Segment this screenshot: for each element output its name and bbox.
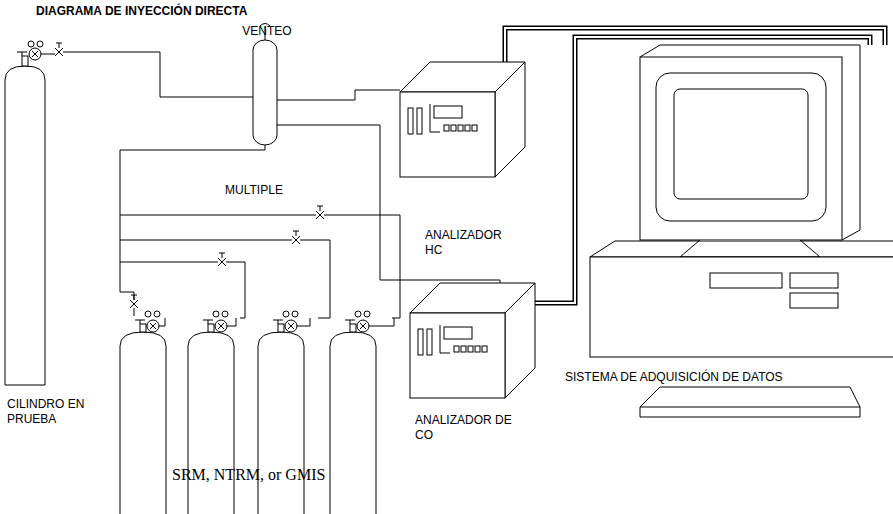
node-label: MULTIPLE: [209, 183, 299, 198]
reference-cylinder: [120, 311, 394, 514]
supply-line: [120, 215, 400, 318]
gas-line: [85, 52, 253, 97]
test-cylinder-shape: [5, 40, 85, 385]
supply-line: [120, 262, 245, 318]
hc-analyzer: ANALIZADOR HC: [400, 62, 525, 177]
valve-symbols: [130, 206, 324, 308]
data-acquisition-computer: SISTEMA DE ADQUISICIÓN DE DATOS: [560, 45, 893, 445]
test-cylinder: CILINDRO EN PRUEBA: [5, 40, 85, 385]
diagram-title: DIAGRAMA DE INYECCIÓN DIRECTA: [36, 4, 247, 18]
co-analyzer: ANALIZADOR DE CO: [410, 283, 535, 398]
group-label: SRM, NTRM, or GMIS: [172, 466, 325, 484]
node-label: VENTEO: [227, 24, 307, 39]
hc-analyzer-shape: [400, 62, 525, 177]
node-label: SISTEMA DE ADQUISICIÓN DE DATOS: [565, 370, 891, 385]
manifold-shape: [253, 40, 277, 145]
node-label: CILINDRO EN PRUEBA: [7, 397, 85, 427]
supply-line: [120, 292, 134, 316]
supply-line: [120, 145, 265, 292]
supply-line: [120, 240, 330, 318]
co-analyzer-shape: [410, 283, 535, 398]
data-acquisition-computer-shape: [560, 45, 893, 445]
node-label: ANALIZADOR DE CO: [415, 413, 525, 443]
gas-line: [277, 90, 400, 100]
manifold: VENTEOMULTIPLE: [253, 40, 277, 145]
node-label: ANALIZADOR HC: [425, 228, 515, 258]
